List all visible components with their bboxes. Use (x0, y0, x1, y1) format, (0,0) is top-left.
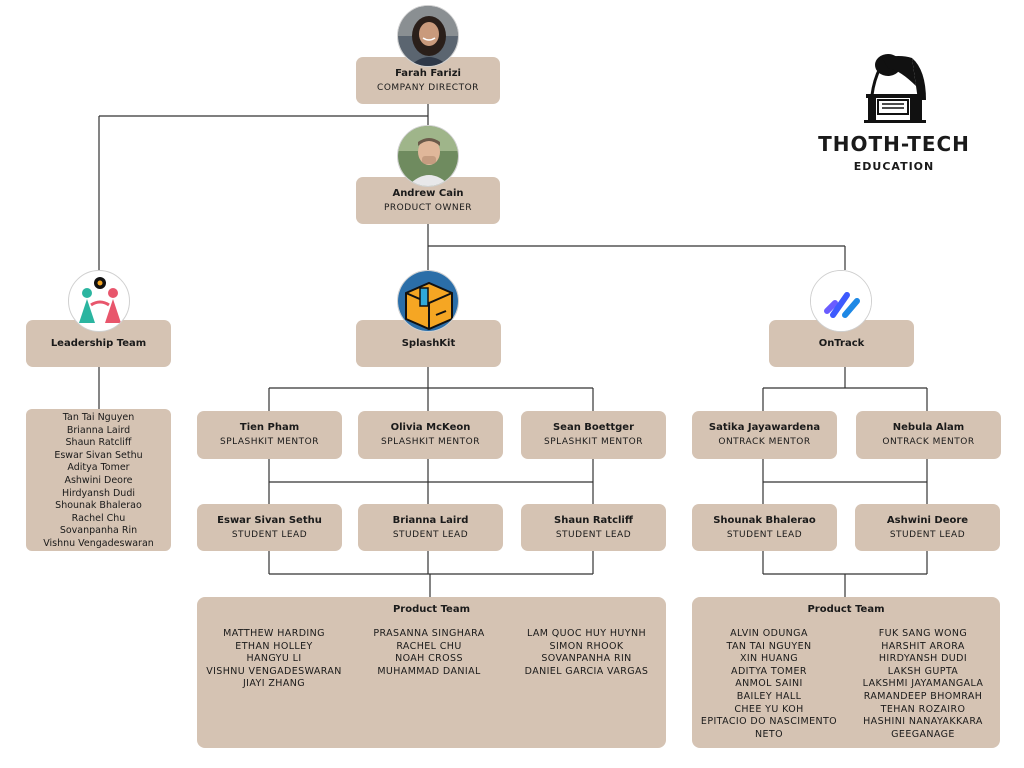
lead-name: Shaun Ratcliff (554, 514, 633, 526)
member-name: Tan Tai Nguyen (62, 412, 135, 423)
member-name: BAILEY HALL (736, 690, 802, 702)
box-icon (397, 270, 459, 332)
mentor-name: Nebula Alam (892, 422, 965, 433)
member-name: LAM QUOC HUY HUYNH (526, 628, 647, 639)
member-name: FUK SANG WONG (878, 628, 968, 639)
mentor-role: ONTRACK MENTOR (882, 437, 975, 447)
owner-photo-avatar (397, 125, 459, 187)
member-name: Vishnu Vengadeswaran (43, 537, 154, 549)
director-photo-avatar (397, 5, 459, 67)
ontrack-lead-card: Ashwini Deore STUDENT LEAD (855, 504, 1000, 551)
member-name: SIMON RHOOK (549, 640, 624, 652)
member-name: TAN TAI NGUYEN (726, 640, 812, 652)
member-name: ANMOL SAINI (735, 678, 803, 690)
splashkit-mentor-card: Tien Pham SPLASHKIT MENTOR (197, 411, 342, 459)
lead-role: STUDENT LEAD (889, 529, 966, 540)
member-name: Rachel Chu (71, 512, 126, 524)
member-name: Aditya Tomer (67, 462, 130, 474)
mentor-name: Tien Pham (239, 422, 300, 433)
mentor-role: SPLASHKIT MENTOR (544, 437, 643, 447)
lead-name: Shounak Bhalerao (713, 514, 816, 526)
ontrack-title: OnTrack (818, 337, 865, 349)
splashkit-lead-card: Eswar Sivan Sethu STUDENT LEAD (197, 504, 342, 551)
member-name: Sovanpanha Rin (59, 525, 138, 537)
member-name: JIAYI ZHANG (242, 678, 305, 690)
owner-role: PRODUCT OWNER (383, 202, 473, 213)
member-name: HASHINI NANAYAKKARA (863, 716, 983, 728)
lead-role: STUDENT LEAD (231, 529, 308, 540)
member-name: DANIEL GARCIA VARGAS (524, 665, 649, 677)
splashkit-mentor-card: Olivia McKeon SPLASHKIT MENTOR (358, 411, 503, 459)
member-name: EPITACIO DO NASCIMENTO (700, 716, 838, 728)
thoth-tech-logo: THOTH-TECH EDUCATION (804, 50, 984, 180)
member-name: ETHAN HOLLEY (235, 640, 313, 652)
director-name: Farah Farizi (395, 67, 461, 79)
member-name: RAMANDEEP BHOMRAH (863, 690, 983, 702)
lead-role: STUDENT LEAD (726, 529, 803, 540)
member-name: CHEE YU KOH (734, 703, 804, 715)
member-name: Eswar Sivan Sethu (54, 449, 143, 461)
ontrack-logo-icon (810, 270, 872, 332)
member-name: NETO (755, 728, 783, 740)
member-name: LAKSH GUPTA (887, 665, 959, 677)
member-name: ADITYA TOMER (731, 665, 807, 677)
mentor-role: SPLASHKIT MENTOR (220, 437, 319, 447)
member-name: HIRDYANSH DUDI (878, 653, 968, 665)
mentor-name: Olivia McKeon (390, 422, 471, 433)
member-name: HARSHIT ARORA (881, 640, 965, 652)
mentor-name: Satika Jayawardena (708, 422, 821, 433)
member-name: SOVANPANHA RIN (541, 653, 632, 665)
lead-role: STUDENT LEAD (392, 529, 469, 540)
splashkit-title: SplashKit (401, 337, 456, 349)
ontrack-mentor-card: Satika Jayawardena ONTRACK MENTOR (692, 411, 837, 459)
logo-subtitle: EDUCATION (853, 160, 935, 173)
mentor-name: Sean Boettger (552, 422, 635, 433)
lead-name: Ashwini Deore (886, 514, 969, 526)
member-name: MUHAMMAD DANIAL (377, 665, 481, 677)
member-name: PRASANNA SINGHARA (373, 628, 485, 639)
member-name: MATTHEW HARDING (223, 628, 325, 639)
mentor-role: ONTRACK MENTOR (718, 437, 811, 447)
ontrack-mentor-card: Nebula Alam ONTRACK MENTOR (856, 411, 1001, 459)
member-name: Shounak Bhalerao (55, 500, 142, 512)
member-name: LAKSHMI JAYAMANGALA (862, 678, 984, 690)
ontrack-lead-card: Shounak Bhalerao STUDENT LEAD (692, 504, 837, 551)
mentor-role: SPLASHKIT MENTOR (381, 437, 480, 447)
splashkit-lead-card: Brianna Laird STUDENT LEAD (358, 504, 503, 551)
member-name: HANGYU LI (246, 653, 302, 665)
member-name: Ashwini Deore (64, 474, 133, 486)
member-name: ALVIN ODUNGA (730, 628, 808, 639)
lead-role: STUDENT LEAD (555, 529, 632, 540)
product-team-title: Product Team (807, 604, 885, 615)
logo-title: THOTH-TECH (818, 132, 970, 156)
member-name: Brianna Laird (66, 424, 131, 436)
member-name: TEHAN ROZAIRO (880, 703, 966, 715)
member-name: Shaun Ratcliff (65, 437, 132, 449)
lead-name: Brianna Laird (392, 514, 469, 526)
product-team-title: Product Team (392, 604, 471, 615)
lead-name: Eswar Sivan Sethu (217, 514, 322, 526)
member-name: XIN HUANG (739, 653, 799, 665)
director-role: COMPANY DIRECTOR (377, 82, 479, 93)
member-name: VISHNU VENGADESWARAN (206, 665, 342, 677)
splashkit-lead-card: Shaun Ratcliff STUDENT LEAD (521, 504, 666, 551)
member-name: NOAH CROSS (395, 653, 463, 665)
leadership-team-title: Leadership Team (50, 337, 147, 349)
member-name: Hirdyansh Dudi (61, 487, 135, 499)
owner-name: Andrew Cain (392, 187, 464, 199)
ibis-scribe-icon (864, 54, 926, 123)
member-name: RACHEL CHU (396, 640, 462, 652)
member-name: GEEGANAGE (891, 728, 955, 740)
team-gear-icon (68, 270, 130, 332)
splashkit-mentor-card: Sean Boettger SPLASHKIT MENTOR (521, 411, 666, 459)
